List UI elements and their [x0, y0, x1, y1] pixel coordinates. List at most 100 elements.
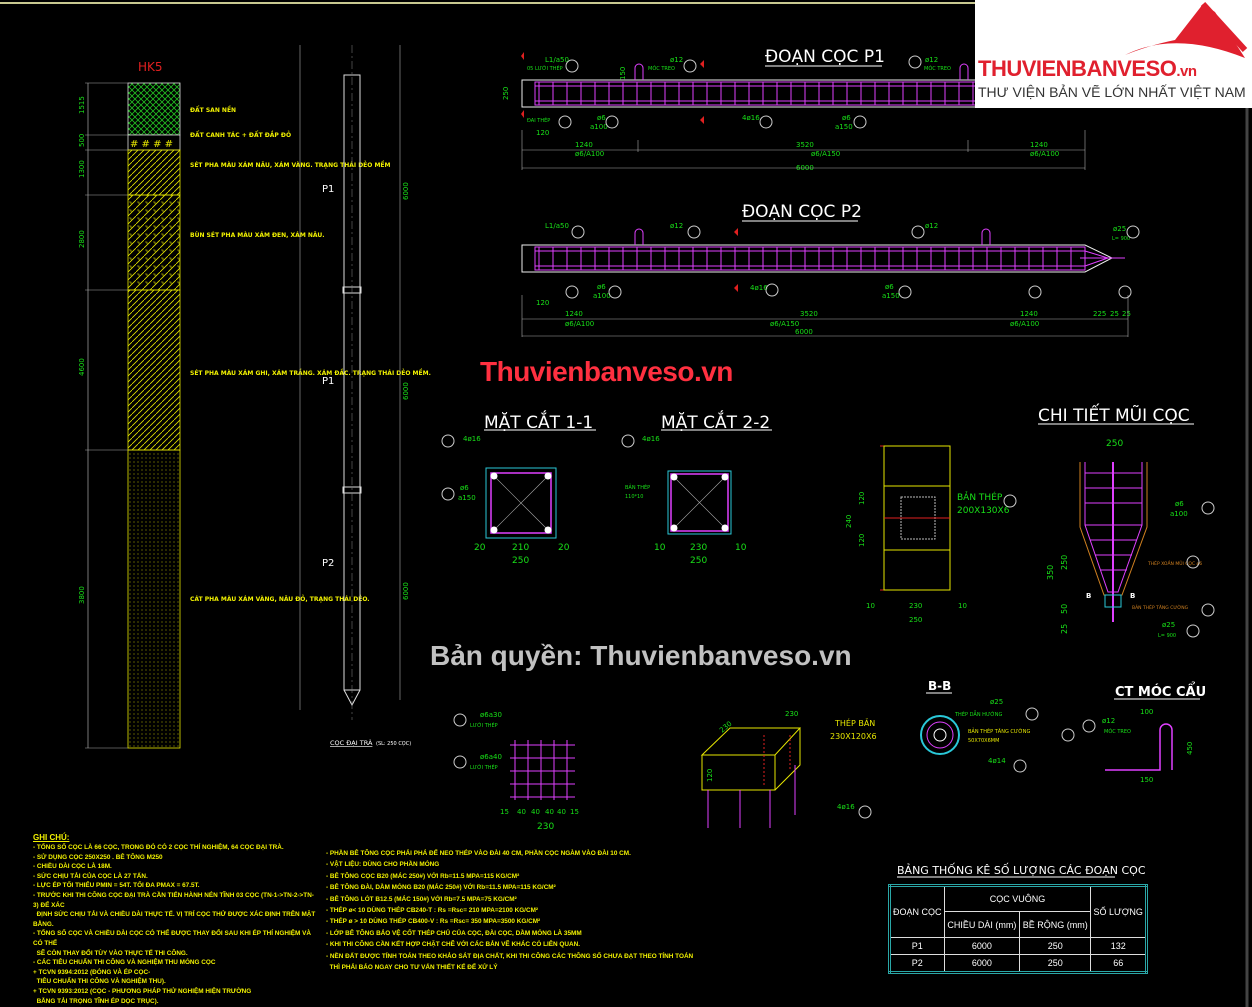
rebar-label: ø6	[1175, 500, 1184, 508]
cell-segment: P1	[889, 937, 945, 955]
rebar-label: BẢN THÉP	[625, 483, 650, 491]
brand-logo[interactable]: THUVIENBANVESO.vn THƯ VIỆN BẢN VẼ LỚN NH…	[975, 0, 1252, 108]
segment-label: P2	[322, 558, 334, 569]
svg-text:# # # #: # # # #	[130, 139, 173, 150]
note-line: - VẬT LIỆU: DÙNG CHO PHẦN MÓNG	[326, 861, 440, 869]
general-notes: GHI CHÚ: - TỔNG SỐ CỌC LÀ 66 CỌC, TRONG Đ…	[33, 832, 318, 1006]
layer-description: ĐẤT SAN NỀN	[190, 105, 236, 114]
dim-text: 100	[1140, 708, 1153, 716]
brand-name: THUVIENBANVESO.vn	[978, 56, 1197, 81]
cell-length: 6000	[943, 953, 1021, 974]
dim-text: 120	[536, 299, 549, 307]
p1-title: ĐOẠN CỌC P1	[765, 47, 885, 67]
dim-text: 50	[1060, 604, 1069, 614]
note-line: TIÊU CHUẨN THI CÔNG VÀ NGHIỆM THU).	[33, 978, 166, 986]
layer-description: ĐẤT CANH TÁC + ĐẤT ĐẮP ĐỎ	[190, 131, 291, 139]
note-line: ĐỊNH SỨC CHỊU TẢI VÀ CHIỀU DÀI THỰC TẾ. …	[33, 911, 318, 928]
dim-text: 250	[512, 556, 529, 566]
steel-mesh-detail: ø6a30 LƯỚI THÉP ø6a40 LƯỚI THÉP 15 40 40…	[453, 711, 579, 832]
dim-text: ø6/A150	[770, 320, 799, 328]
note-line: - CÁC TIÊU CHUẨN THI CÔNG VÀ NGHIỆM THU …	[33, 959, 216, 967]
note-line: - LỰC ÉP TỐI THIỂU PMIN = 54T. TỐI ĐA PM…	[33, 882, 200, 890]
plate-size: 200X130X6	[957, 506, 1010, 516]
rebar-label: 05 LƯỚI THÉP	[527, 64, 563, 72]
watermark-center: Thuvienbanveso.vn	[480, 356, 733, 387]
dim-text: 10	[866, 602, 875, 610]
dim-text: 120	[536, 129, 549, 137]
rebar-label: THÉP DẪN HƯỚNG	[954, 710, 1003, 718]
rebar-label: ø6	[597, 283, 606, 291]
dim-text: 20	[474, 543, 486, 553]
cell-length: 6000	[943, 937, 1021, 955]
dim-text: 10	[958, 602, 967, 610]
rebar-label: THÉP XOẮN MŨI CỌC ø6	[1147, 559, 1202, 567]
dim-text: 6000	[402, 582, 410, 600]
dim-text: 250	[1106, 439, 1123, 449]
cell-width: 250	[1019, 937, 1092, 955]
rebar-label: 4ø14	[988, 757, 1006, 765]
note-line: - KHI THI CÔNG CẦN KẾT HỢP CHẶT CHẼ VỚI …	[326, 941, 580, 949]
pile-elevation: P1 P1 P2 6000 6000 6000 CỌC ĐẠI TRÀ (SL:…	[299, 45, 411, 747]
rebar-label: 4ø16	[463, 435, 481, 443]
header-segment: ĐOẠN CỌC	[889, 885, 945, 938]
dim-text: 10	[654, 543, 666, 553]
dim-text: 230	[537, 822, 554, 832]
notes-title: GHI CHÚ:	[33, 833, 70, 842]
borehole-log: HK5 # # # # 1515 500 1300 2800 4600 3800…	[78, 60, 431, 749]
dim-text: 240	[845, 515, 853, 528]
cut-label: B	[1130, 592, 1135, 600]
rebar-label: MÓC TREO	[1104, 728, 1131, 735]
note-line: - THÉP ø > 10 DÙNG THÉP CB400-V : Rs =Rs…	[326, 918, 541, 926]
rebar-label: BẢN THÉP TĂNG CƯỜNG	[1132, 603, 1189, 611]
rebar-label: L= 900	[1158, 633, 1176, 639]
mesh-label: ø6a30	[480, 711, 502, 719]
layer-depth: 4600	[78, 358, 86, 376]
dim-text: 40	[545, 808, 554, 816]
note-line: - THÉP ø< 10 DÙNG THÉP CB240-T : Rs =Rsc…	[326, 907, 539, 915]
watermark-copyright: Bản quyền: Thuvienbanveso.vn	[430, 640, 852, 671]
dim-text: 6000	[402, 182, 410, 200]
layer-depth: 500	[78, 134, 86, 147]
dim-text: 230	[785, 710, 798, 718]
layer-depth: 2800	[78, 230, 86, 248]
plate-label: THÉP BẢN	[834, 717, 875, 728]
note-line: - SỬ DỤNG CỌC 250X250 . BÊ TÔNG M250	[33, 853, 163, 861]
section-title: MẶT CẮT 1-1	[484, 409, 593, 433]
dim-text: ø6/A100	[1010, 320, 1039, 328]
pile-caption-note: (SL: 250 CỌC)	[376, 741, 411, 747]
note-line: BẰNG TẢI TRỌNG TĨNH ÉP DỌC TRỤC).	[33, 997, 159, 1005]
dim-text: 1240	[575, 141, 593, 149]
dim-text: 10	[735, 543, 747, 553]
header-qty: SỐ LƯỢNG	[1090, 885, 1147, 938]
note-line: + TCVN 9393:2012 (CỌC - PHƯƠNG PHÁP THỬ …	[33, 987, 252, 995]
cell-qty: 132	[1090, 937, 1147, 955]
rebar-label: L1/a50	[545, 56, 569, 64]
pile-segment-p1: ĐOẠN CỌC P1 L1/a50 05 LƯỚI THÉP ø12 MÓC …	[502, 47, 1086, 172]
plate-label: BẢN THÉP	[957, 491, 1003, 503]
dim-text: 40	[517, 808, 526, 816]
rebar-label: a150	[835, 123, 853, 131]
note-line: - TỔNG SỐ CỌC VÀ CHIỀU DÀI CỌC CÓ THỂ ĐƯ…	[33, 930, 313, 947]
rebar-label: ø6	[460, 484, 469, 492]
layer-description: BÙN SÉT PHA MÀU XÁM ĐEN, XÁM NÂU.	[190, 231, 325, 239]
dim-text: 250	[1060, 555, 1069, 570]
note-line: - BÊ TÔNG CỌC B20 (MÁC 250#) VỚI Rb=11.5…	[326, 872, 520, 880]
dim-text: 250	[502, 87, 510, 100]
cut-label: B	[1086, 592, 1091, 600]
dim-text: 1240	[1030, 141, 1048, 149]
rebar-label: 4ø16	[837, 803, 855, 811]
mesh-label: LƯỚI THÉP	[470, 721, 498, 729]
note-line: - BÊ TÔNG ĐÀI, DẦM MÓNG B20 (MÁC 250#) V…	[326, 884, 556, 892]
cell-width: 250	[1019, 953, 1092, 974]
dim-text: 15	[570, 808, 579, 816]
rebar-label: ø12	[925, 222, 938, 230]
header-group: CỌC VUÔNG	[943, 885, 1092, 912]
brand-tagline: THƯ VIỆN BẢN VẼ LỚN NHẤT VIỆT NAM	[978, 84, 1246, 100]
dim-text: 450	[1186, 742, 1194, 755]
mesh-label: LƯỚI THÉP	[470, 763, 498, 771]
dim-text: 3520	[800, 310, 818, 318]
note-line: - TỔNG SỐ CỌC LÀ 66 CỌC, TRONG ĐÓ CÓ 2 C…	[33, 844, 284, 851]
section-b-b: B-B ø25 THÉP DẪN HƯỚNG 4ø14 BẢN THÉP TĂN…	[920, 679, 1075, 773]
dim-text: ø6/A100	[575, 150, 604, 158]
